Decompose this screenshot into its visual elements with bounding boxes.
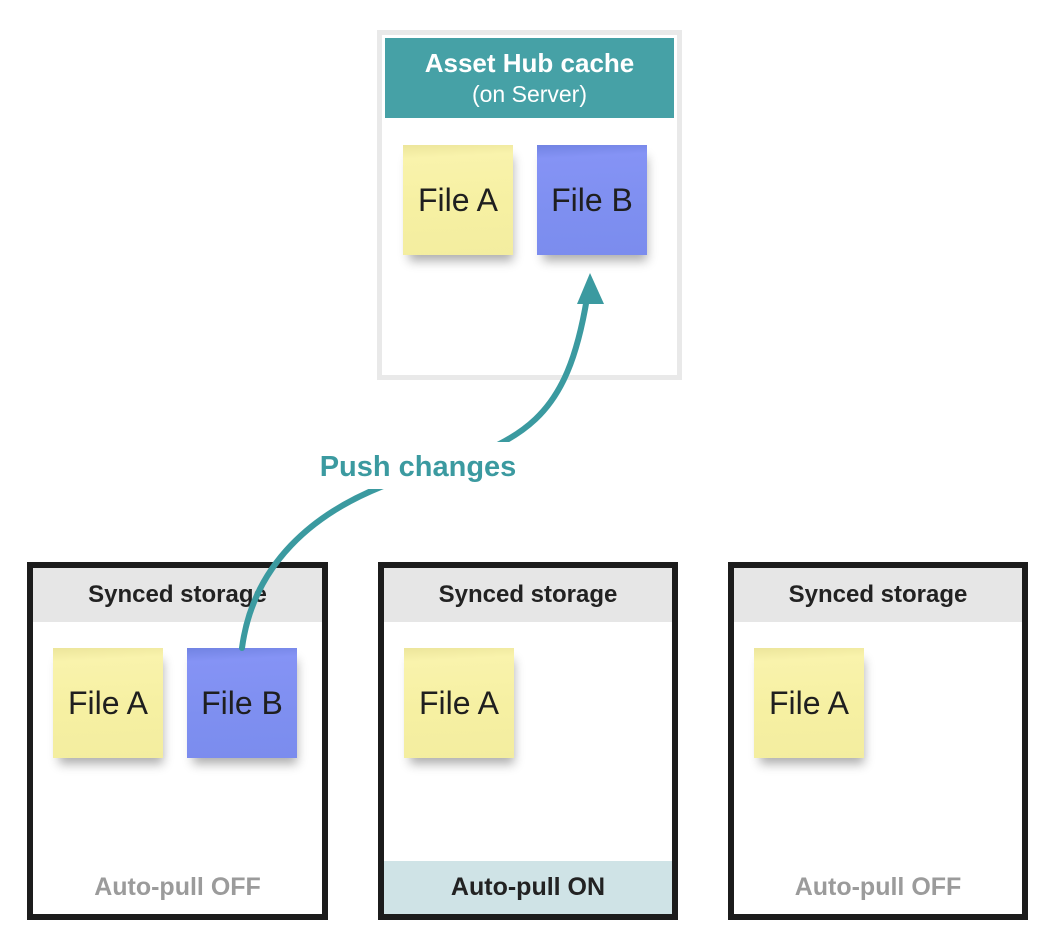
synced-storage-box-3: Synced storage File A Auto-pull OFF [728,562,1028,920]
file-label: File B [201,684,283,721]
storage-header: Synced storage [734,568,1022,622]
storage1-file-b-note: File B [187,648,297,758]
file-label: File B [551,181,633,218]
storage-header: Synced storage [384,568,672,622]
synced-storage-box-1: Synced storage File A File B Auto-pull O… [27,562,328,920]
file-label: File A [418,684,500,721]
storage2-file-a-note: File A [404,648,514,758]
auto-pull-status: Auto-pull OFF [794,873,962,901]
auto-pull-status: Auto-pull OFF [94,873,261,901]
cache-header: Asset Hub cache (on Server) [385,38,674,118]
synced-storage-box-2: Synced storage File A Auto-pull ON [378,562,678,920]
file-label: File A [417,181,499,218]
cache-subtitle: (on Server) [471,80,588,107]
auto-pull-status: Auto-pull ON [384,861,672,914]
asset-hub-cache-box: Asset Hub cache (on Server) File A File … [377,30,682,380]
storage3-file-a-note: File A [754,648,864,758]
cache-file-a-note: File A [403,145,513,255]
push-changes-label: Push changes [320,451,517,483]
file-label: File A [768,684,850,721]
cache-file-b-note: File B [537,145,647,255]
cache-title: Asset Hub cache [424,48,635,79]
label-backdrop [320,442,518,489]
storage-header: Synced storage [33,568,322,622]
file-label: File A [67,684,149,721]
storage1-file-a-note: File A [53,648,163,758]
